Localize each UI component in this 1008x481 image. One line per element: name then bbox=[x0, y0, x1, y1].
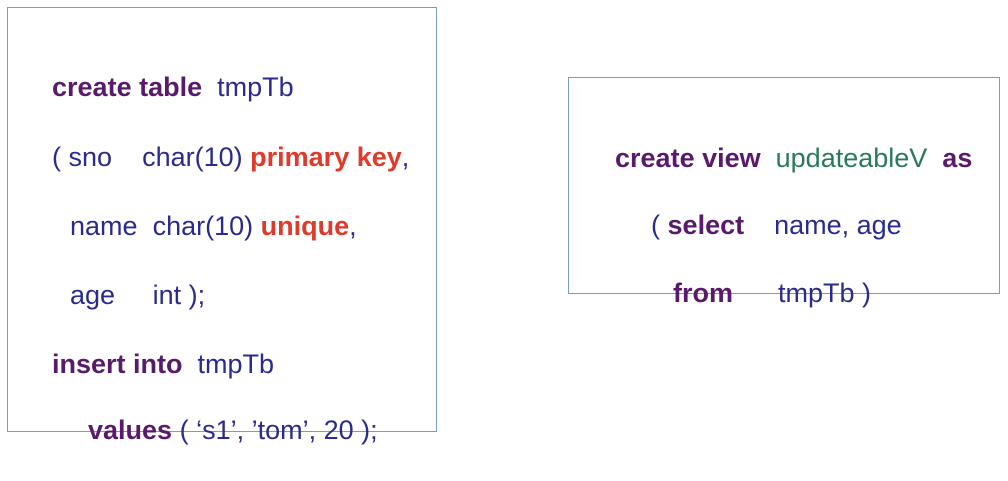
table-name: tmpTb bbox=[197, 349, 275, 379]
keyword-insert-into: insert into bbox=[52, 349, 183, 379]
sql-line-from: from tmpTb ) bbox=[643, 242, 871, 344]
view-name: updateableV bbox=[775, 143, 928, 173]
sql-line-values: values ( ‘s1’, ’tom’, 20 ); bbox=[58, 379, 378, 481]
sql-line-insert: insert into tmpTb bbox=[22, 313, 274, 415]
column-sno: sno bbox=[68, 142, 113, 172]
sql-line-select: ( select name, age bbox=[621, 174, 902, 276]
keyword-as: as bbox=[942, 143, 973, 173]
constraint-unique: unique bbox=[260, 211, 350, 241]
type-char10: char(10) bbox=[142, 142, 243, 172]
sql-line-create-table: create table tmpTb bbox=[22, 36, 294, 138]
sql-line-name: name char(10) unique, bbox=[40, 175, 357, 277]
select-columns: name, age bbox=[774, 210, 902, 240]
open-paren: ( bbox=[651, 210, 661, 240]
type-int: int ); bbox=[152, 280, 206, 310]
comma: , bbox=[401, 142, 410, 172]
keyword-select: select bbox=[667, 210, 745, 240]
column-name: name bbox=[70, 211, 138, 241]
constraint-primary-key: primary key bbox=[250, 142, 402, 172]
open-paren: ( bbox=[52, 142, 62, 172]
sql-line-age: age int ); bbox=[40, 244, 205, 346]
sql-line-sno: ( sno char(10) primary key, bbox=[22, 106, 409, 208]
keyword-from: from bbox=[673, 278, 734, 308]
keyword-create-table: create table bbox=[52, 72, 203, 102]
table-name: tmpTb bbox=[217, 72, 294, 102]
keyword-create-view: create view bbox=[615, 143, 761, 173]
values-list: ( ‘s1’, ’tom’, 20 ); bbox=[179, 415, 378, 445]
sql-line-create-view: create view updateableV as bbox=[585, 107, 972, 209]
keyword-values: values bbox=[88, 415, 173, 445]
create-view-panel: create view updateableV as ( select name… bbox=[568, 77, 1000, 308]
comma: , bbox=[349, 211, 357, 241]
type-char10: char(10) bbox=[152, 211, 254, 241]
create-table-panel: create table tmpTb ( sno char(10) primar… bbox=[7, 7, 437, 445]
from-table: tmpTb ) bbox=[778, 278, 872, 308]
column-age: age bbox=[70, 280, 116, 310]
